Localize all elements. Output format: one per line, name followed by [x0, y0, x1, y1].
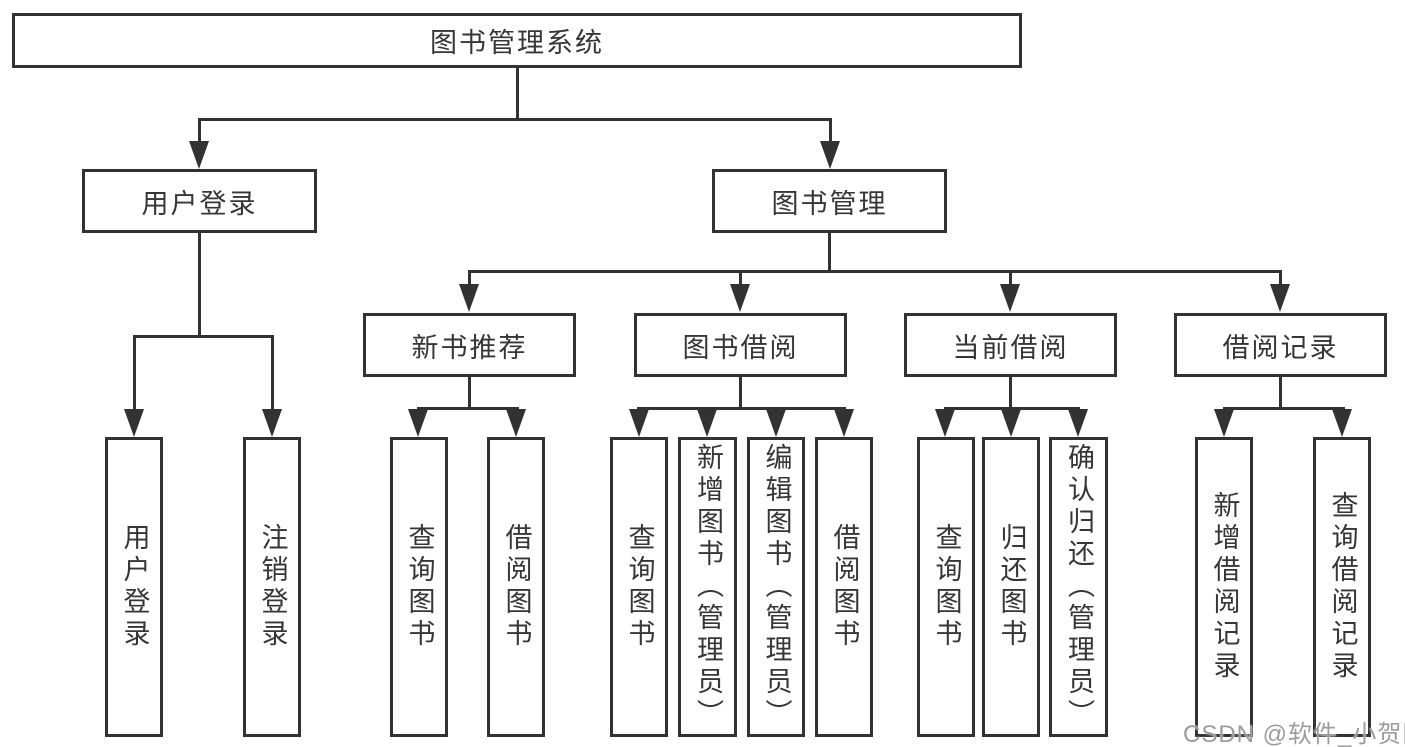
leaf-user-login-label: 用户登录 — [119, 523, 150, 651]
connector-recommend-stem — [468, 377, 471, 407]
arrow-down-icon — [1332, 409, 1352, 437]
arrow-down-icon — [1068, 409, 1088, 437]
leaf-query-books-recommend: 查询图书 — [390, 437, 448, 737]
arrow-down-icon — [834, 409, 854, 437]
leaf-query-books-borrow: 查询图书 — [610, 437, 668, 737]
arrow-down-icon — [262, 409, 282, 437]
leaf-add-books-admin-label: 新增图书（管理员） — [693, 443, 723, 731]
arrow-down-icon — [697, 409, 717, 437]
arrow-down-icon — [1000, 284, 1020, 312]
leaf-return-books: 归还图书 — [982, 437, 1040, 737]
connector-level2-rail — [198, 118, 832, 121]
node-root-label: 图书管理系统 — [430, 28, 604, 58]
csdn-watermark: CSDN @软件_小贺同学 — [1183, 721, 1405, 747]
node-user-login-label: 用户登录 — [141, 188, 258, 219]
arrow-down-icon — [1001, 409, 1021, 437]
connector-current-rail — [944, 407, 1080, 410]
leaf-query-books-current-label: 查询图书 — [931, 523, 962, 651]
arrow-down-icon — [1214, 409, 1234, 437]
leaf-query-books-current: 查询图书 — [917, 437, 975, 737]
node-current-borrow-label: 当前借阅 — [952, 332, 1069, 363]
arrow-down-icon — [935, 409, 955, 437]
leaf-borrow-books-label: 借阅图书 — [829, 523, 860, 651]
connector-login-stem — [198, 233, 201, 335]
arrow-down-icon — [730, 284, 750, 312]
leaf-borrow-books-recommend: 借阅图书 — [487, 437, 545, 737]
node-user-login: 用户登录 — [82, 169, 317, 233]
node-book-management-label: 图书管理 — [771, 188, 888, 219]
connector-user-login-drop — [198, 118, 201, 144]
connector-records-rail — [1223, 407, 1345, 410]
leaf-query-books-recommend-label: 查询图书 — [404, 523, 435, 651]
arrow-down-icon — [189, 141, 209, 169]
node-book-borrow: 图书借阅 — [634, 313, 847, 377]
connector-l3-drop — [739, 270, 742, 286]
connector-l3-drop — [1009, 270, 1012, 286]
node-current-borrow: 当前借阅 — [904, 313, 1117, 377]
leaf-user-login: 用户登录 — [105, 437, 163, 737]
leaf-query-borrow-record: 查询借阅记录 — [1313, 437, 1371, 737]
arrow-down-icon — [459, 284, 479, 312]
node-borrow-records: 借阅记录 — [1174, 313, 1387, 377]
leaf-confirm-return-admin: 确认归还（管理员） — [1049, 437, 1108, 737]
leaf-return-books-label: 归还图书 — [996, 523, 1027, 651]
arrow-down-icon — [124, 409, 144, 437]
node-borrow-records-label: 借阅记录 — [1222, 332, 1339, 363]
leaf-logout-label: 注销登录 — [257, 523, 288, 651]
node-new-book-recommend-label: 新书推荐 — [411, 332, 528, 363]
connector-login-leaf2-drop — [271, 335, 274, 412]
arrow-down-icon — [766, 409, 786, 437]
leaf-add-borrow-record-label: 新增借阅记录 — [1209, 491, 1240, 683]
connector-borrow-stem — [739, 377, 742, 407]
leaf-edit-books-admin-label: 编辑图书（管理员） — [761, 443, 792, 731]
connector-level3-rail — [468, 270, 1282, 273]
leaf-query-books-borrow-label: 查询图书 — [624, 523, 655, 651]
connector-management-stem — [828, 233, 831, 270]
leaf-logout: 注销登录 — [243, 437, 301, 737]
arrow-down-icon — [1270, 284, 1290, 312]
connector-recommend-rail — [417, 407, 519, 410]
leaf-borrow-books: 借阅图书 — [815, 437, 873, 737]
leaf-add-books-admin: 新增图书（管理员） — [678, 437, 737, 737]
leaf-add-borrow-record: 新增借阅记录 — [1195, 437, 1253, 737]
node-root: 图书管理系统 — [12, 13, 1022, 68]
leaf-confirm-return-admin-label: 确认归还（管理员） — [1064, 443, 1094, 731]
connector-root-stem — [516, 68, 519, 118]
node-book-borrow-label: 图书借阅 — [682, 332, 799, 363]
connector-records-stem — [1279, 377, 1282, 407]
connector-login-leaf1-drop — [133, 335, 136, 412]
connector-current-stem — [1009, 377, 1012, 407]
arrow-down-icon — [629, 409, 649, 437]
connector-book-management-drop — [829, 118, 832, 144]
leaf-borrow-books-recommend-label: 借阅图书 — [501, 523, 532, 651]
arrow-down-icon — [506, 409, 526, 437]
arrow-down-icon — [820, 141, 840, 169]
leaf-edit-books-admin: 编辑图书（管理员） — [747, 437, 805, 737]
arrow-down-icon — [408, 409, 428, 437]
node-book-management: 图书管理 — [712, 169, 947, 233]
connector-l3-drop — [1279, 270, 1282, 286]
leaf-query-borrow-record-label: 查询借阅记录 — [1327, 491, 1358, 683]
connector-l3-drop — [468, 270, 471, 286]
connector-borrow-rail — [637, 407, 846, 410]
node-new-book-recommend: 新书推荐 — [363, 313, 576, 377]
connector-login-rail — [133, 335, 274, 338]
